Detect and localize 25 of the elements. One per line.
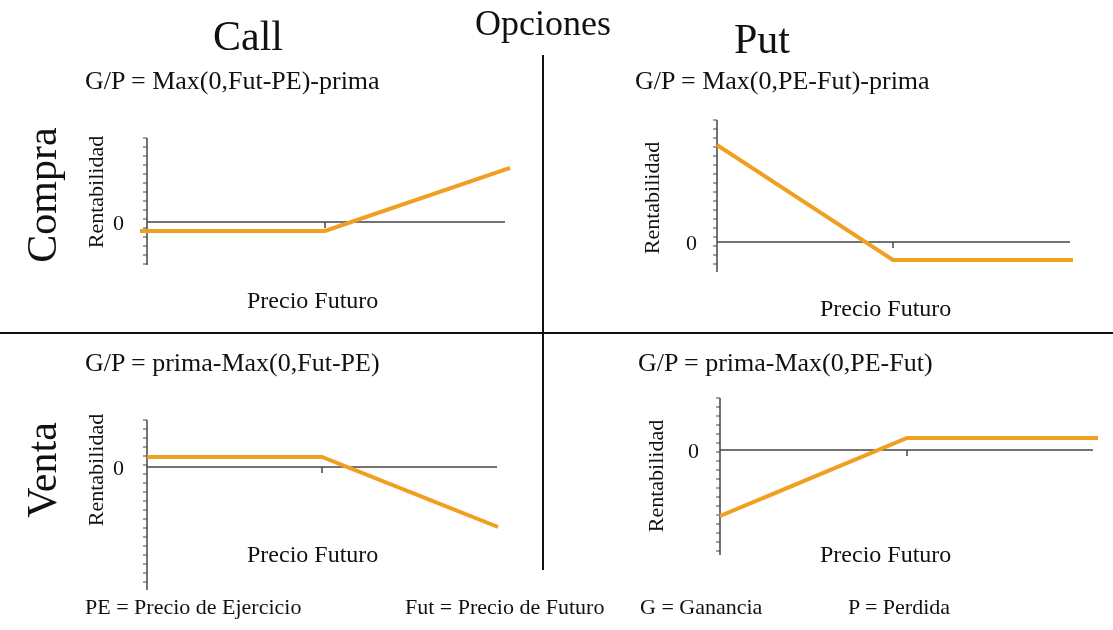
axis-label: Rentabilidad: [85, 135, 107, 249]
axis-value: 0: [113, 212, 124, 234]
footnote: PE = Precio de Ejercicio: [85, 596, 302, 618]
axis-label: Precio Futuro: [820, 542, 952, 566]
axis-value: 0: [688, 440, 699, 462]
axis-label: Rentabilidad: [85, 413, 107, 527]
row-heading: Compra: [21, 127, 63, 263]
formula: G/P = Max(0,Fut-PE)-prima: [85, 68, 380, 94]
axis-label: Rentabilidad: [641, 141, 663, 255]
axis-label: Rentabilidad: [645, 419, 667, 533]
formula: G/P = Max(0,PE-Fut)-prima: [635, 68, 930, 94]
axis-label: Precio Futuro: [820, 296, 952, 320]
footnote: P = Perdida: [848, 596, 951, 618]
row-heading: Venta: [21, 422, 63, 518]
diagram-title: Opciones: [475, 5, 611, 41]
formula: G/P = prima-Max(0,PE-Fut): [638, 350, 933, 376]
footnote: G = Ganancia: [640, 596, 763, 618]
formula: G/P = prima-Max(0,Fut-PE): [85, 350, 380, 376]
axis-label: Precio Futuro: [247, 288, 379, 312]
column-heading: Call: [213, 15, 283, 57]
footnote: Fut = Precio de Futuro: [405, 596, 605, 618]
axis-value: 0: [686, 232, 697, 254]
axis-label: Precio Futuro: [247, 542, 379, 566]
axis-value: 0: [113, 457, 124, 479]
column-heading: Put: [734, 18, 790, 60]
